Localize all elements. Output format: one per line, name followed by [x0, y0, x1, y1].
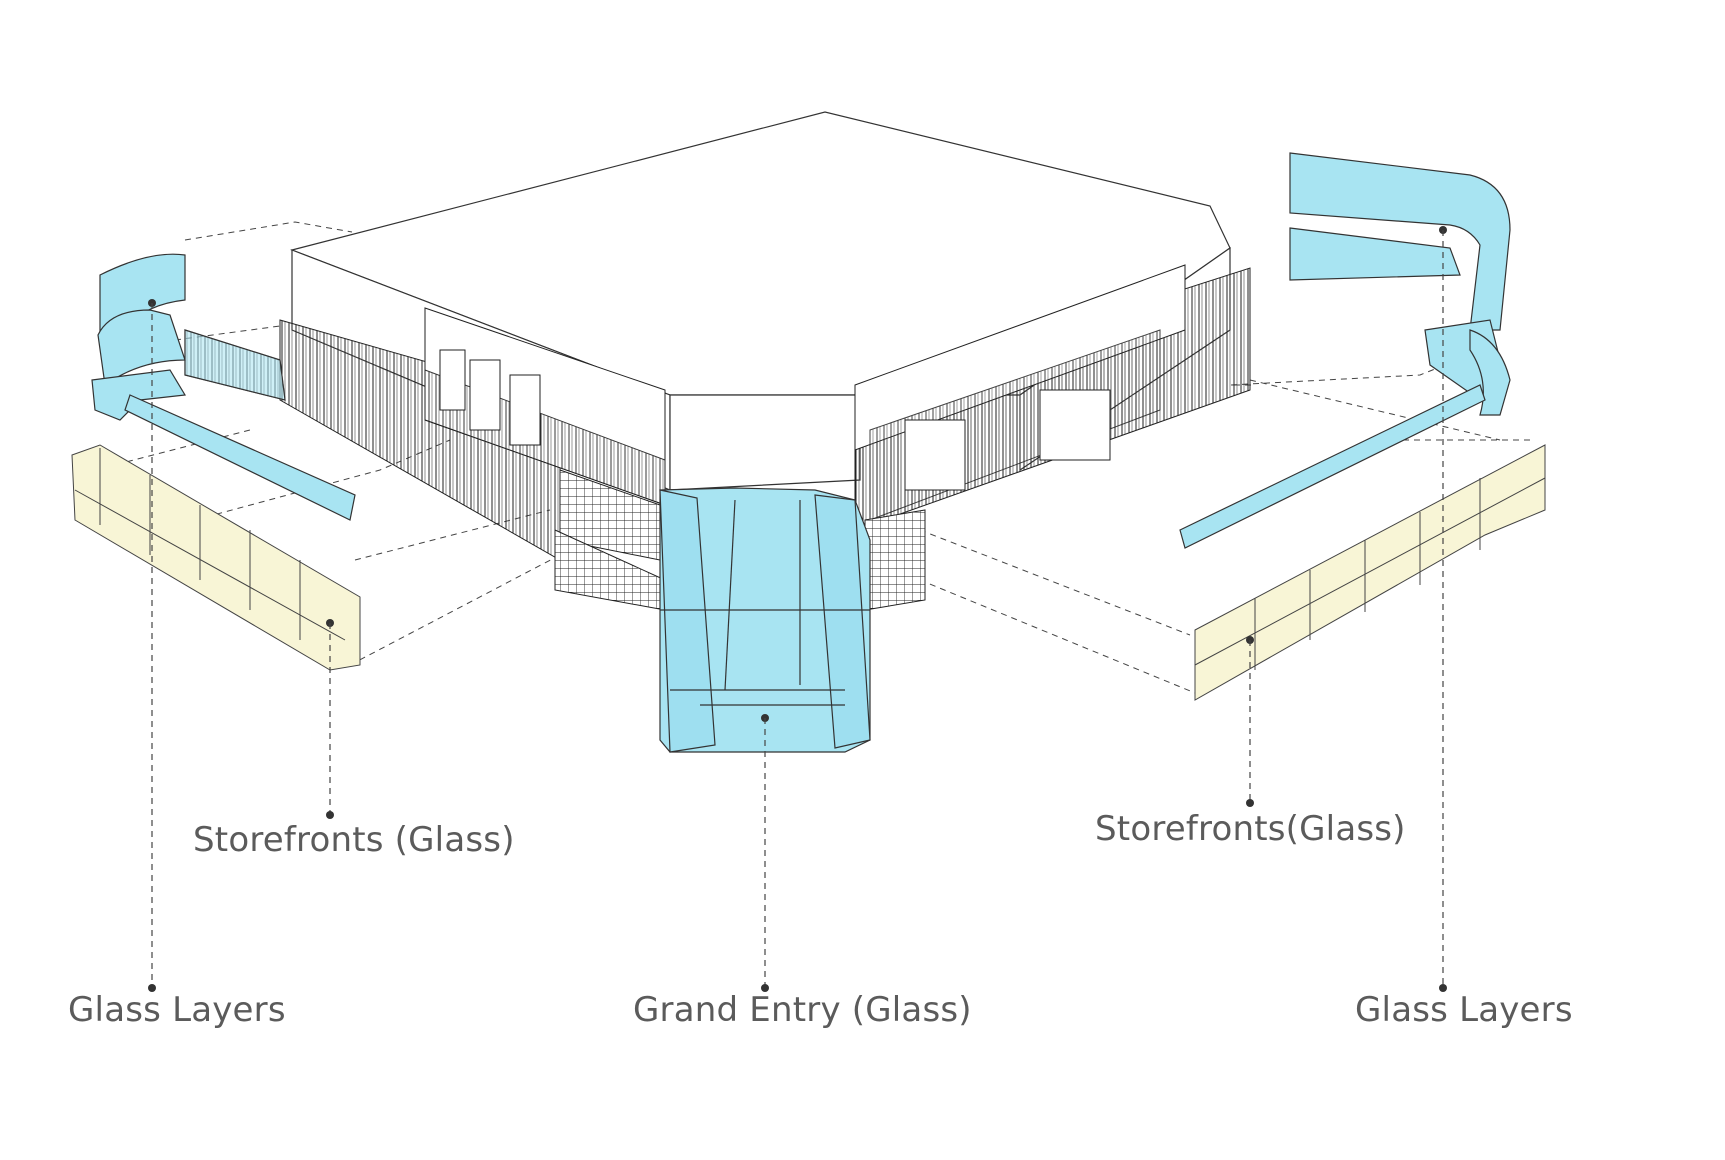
leader-lines [151, 230, 1444, 985]
grand-entry-glass [659, 487, 871, 753]
label-grand-entry: Grand Entry (Glass) [633, 990, 972, 1030]
right-facade [854, 264, 1251, 611]
label-storefronts-left: Storefronts (Glass) [193, 820, 515, 860]
right-storefront [1194, 444, 1546, 701]
label-glass-layers-left: Glass Layers [68, 990, 286, 1030]
label-storefronts-right: Storefronts(Glass) [1095, 809, 1406, 849]
left-glass-layers [91, 253, 356, 521]
leader-end-dots [148, 799, 1447, 992]
left-facade [279, 307, 666, 611]
label-glass-layers-right: Glass Layers [1355, 990, 1573, 1030]
right-glass-layers [1179, 152, 1511, 549]
left-storefront [71, 444, 361, 671]
